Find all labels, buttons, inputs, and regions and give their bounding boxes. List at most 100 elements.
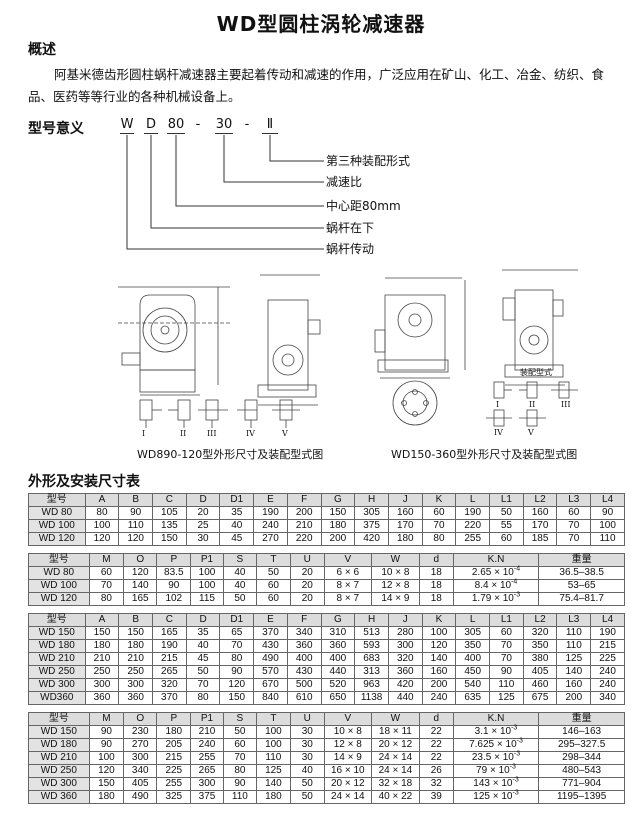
table-cell: 20 (289, 592, 325, 606)
table-cell: 310 (320, 626, 356, 640)
column-header: J (387, 493, 423, 507)
column-header: E (253, 613, 288, 627)
column-header: B (118, 613, 154, 627)
table-cell: 16 × 10 (323, 764, 372, 778)
mount-label: II (180, 429, 187, 438)
column-header: U (289, 553, 325, 567)
table-cell: 460 (522, 678, 558, 692)
table-cell: 80 (222, 764, 257, 778)
table-cell: 50 (255, 566, 291, 580)
table-cell: 380 (522, 652, 558, 666)
table-cell: 102 (156, 592, 192, 606)
table-cell: 340 (286, 626, 322, 640)
column-header: G (320, 613, 356, 627)
table-cell: 150 (118, 626, 154, 640)
table-cell: 325 (156, 790, 192, 804)
table-cell: 36.5–38.5 (538, 566, 625, 580)
table-cell: 70 (556, 532, 592, 546)
table-cell: 255 (455, 532, 491, 546)
table-cell: 83.5 (156, 566, 192, 580)
table-cell: 500 (286, 678, 322, 692)
table-cell: 50 (489, 506, 524, 520)
table-cell: 140 (255, 777, 291, 791)
model-cell: WD360 (28, 691, 86, 705)
table-cell: 14 × 9 (370, 592, 420, 606)
table-cell: 635 (455, 691, 491, 705)
table-cell: 22 (418, 738, 454, 752)
column-header: L (455, 613, 491, 627)
column-header: K.N (452, 553, 540, 567)
table-cell: 520 (320, 678, 356, 692)
column-header: T (255, 712, 291, 726)
table-cell: 120 (84, 532, 120, 546)
table-cell: 210 (190, 725, 224, 739)
column-header: 型号 (28, 553, 90, 567)
table-cell: 79 × 10-3 (452, 764, 540, 778)
column-header: O (123, 553, 158, 567)
column-header: C (152, 613, 187, 627)
table-cell: 170 (387, 519, 423, 533)
column-header: D1 (219, 613, 255, 627)
table-cell: 60 (222, 738, 257, 752)
table-cell: 40 (219, 519, 255, 533)
table-cell: 120 (123, 566, 158, 580)
column-header: L3 (556, 613, 592, 627)
table-cell: 450 (455, 665, 491, 679)
table-cell: 400 (455, 652, 491, 666)
table-cell: 20 (289, 566, 325, 580)
table-cell: 120 (88, 764, 125, 778)
model-cell: WD 180 (28, 738, 90, 752)
column-header: L2 (522, 493, 558, 507)
model-cell: WD 120 (28, 592, 90, 606)
model-cell: WD 250 (28, 764, 90, 778)
table-cell: 60 (88, 566, 125, 580)
table-cell: 70 (489, 639, 524, 653)
table-cell: 215 (156, 751, 192, 765)
dimension-table-heading: 外形及安装尺寸表 (28, 474, 140, 490)
table-cell: 375 (354, 519, 389, 533)
table-cell: 120 (118, 532, 154, 546)
table-cell: 10 × 8 (370, 566, 420, 580)
table-cell: 53–65 (538, 579, 625, 593)
table-cell: 165 (152, 626, 187, 640)
model-meaning-leader-lines (126, 135, 324, 250)
legend-assembly-form: 第三种装配形式 (326, 154, 411, 168)
table-cell: 60 (255, 579, 291, 593)
column-header: E (253, 493, 288, 507)
table-cell: 593 (354, 639, 389, 653)
table-cell: 90 (88, 738, 125, 752)
model-cell: WD 150 (28, 725, 90, 739)
table-cell: 570 (253, 665, 288, 679)
column-header: L2 (522, 613, 558, 627)
table-cell: 7.625 × 10-3 (452, 738, 540, 752)
table-cell: 160 (556, 678, 592, 692)
table-cell: 340 (123, 764, 158, 778)
table-cell: 225 (156, 764, 192, 778)
table-cell: 240 (253, 519, 288, 533)
table-cell: 180 (118, 639, 154, 653)
table-cell: 360 (286, 639, 322, 653)
table-cell: 100 (84, 519, 120, 533)
code-dash: - (244, 117, 250, 132)
table-cell: 185 (522, 532, 558, 546)
table-cell: 150 (219, 691, 255, 705)
table-cell: 125 × 10-3 (452, 790, 540, 804)
table-cell: 70 (421, 519, 457, 533)
model-cell: WD 120 (28, 532, 86, 546)
table-cell: 180 (387, 532, 423, 546)
table-cell: 100 (190, 579, 224, 593)
table-cell: 25 (185, 519, 221, 533)
column-header: M (88, 553, 125, 567)
page-title: WD型圆柱涡轮减速器 (216, 12, 426, 36)
table-cell: 90 (590, 506, 625, 520)
table-cell: 30 (289, 751, 325, 765)
column-header: K (421, 613, 457, 627)
table-cell: 320 (387, 652, 423, 666)
column-header: K (421, 493, 457, 507)
table-cell: 771–904 (538, 777, 625, 791)
